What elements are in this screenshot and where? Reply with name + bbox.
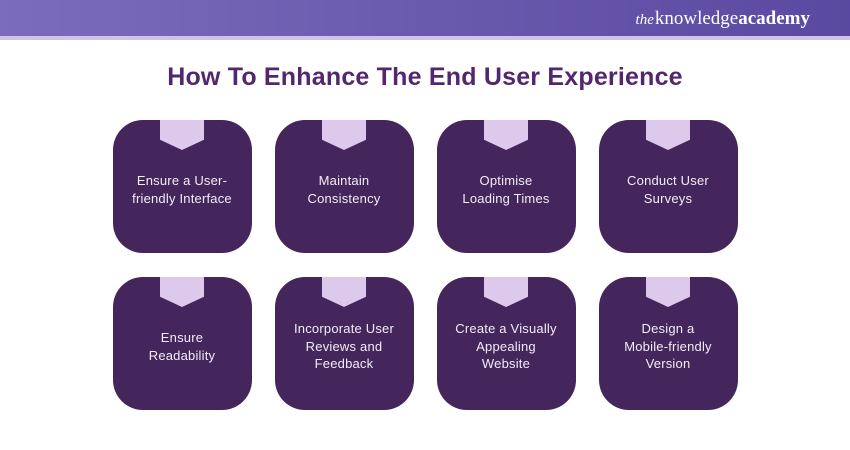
- card-label: Optimise Loading Times: [462, 172, 550, 206]
- info-card: Create a Visually Appealing Website: [436, 277, 576, 410]
- card-label: Maintain Consistency: [307, 172, 381, 206]
- brand-logo-the: the: [635, 11, 654, 28]
- ribbon-bookmark-icon: [484, 277, 528, 307]
- header-accent-strip: [0, 36, 850, 40]
- cards-grid: Ensure a User- friendly Interface Maintai…: [0, 120, 850, 410]
- ribbon-bookmark-icon: [160, 277, 204, 307]
- info-card: Maintain Consistency: [274, 120, 414, 253]
- header-bar: theknowledgeacademy: [0, 0, 850, 36]
- info-card: Optimise Loading Times: [436, 120, 576, 253]
- content-area: How To Enhance The End User Experience E…: [0, 62, 850, 410]
- brand-logo: theknowledgeacademy: [636, 9, 810, 28]
- page-title: How To Enhance The End User Experience: [167, 63, 683, 91]
- ribbon-bookmark-icon: [322, 277, 366, 307]
- info-card: Ensure a User- friendly Interface: [112, 120, 252, 253]
- card-label: Incorporate User Reviews and Feedback: [293, 320, 395, 372]
- info-card: Incorporate User Reviews and Feedback: [274, 277, 414, 410]
- info-card: Design a Mobile-friendly Version: [598, 277, 738, 410]
- info-card: Conduct User Surveys: [598, 120, 738, 253]
- card-label: Ensure a User- friendly Interface: [132, 172, 232, 206]
- card-label: Create a Visually Appealing Website: [455, 320, 557, 372]
- ribbon-bookmark-icon: [160, 120, 204, 150]
- ribbon-bookmark-icon: [646, 120, 690, 150]
- card-label: Design a Mobile-friendly Version: [624, 320, 712, 372]
- ribbon-bookmark-icon: [322, 120, 366, 150]
- brand-logo-knowledge: knowledge: [654, 7, 739, 29]
- card-label: Ensure Readability: [148, 329, 216, 363]
- brand-logo-academy: academy: [738, 7, 810, 29]
- ribbon-bookmark-icon: [484, 120, 528, 150]
- ribbon-bookmark-icon: [646, 277, 690, 307]
- card-label: Conduct User Surveys: [627, 172, 709, 206]
- info-card: Ensure Readability: [112, 277, 252, 410]
